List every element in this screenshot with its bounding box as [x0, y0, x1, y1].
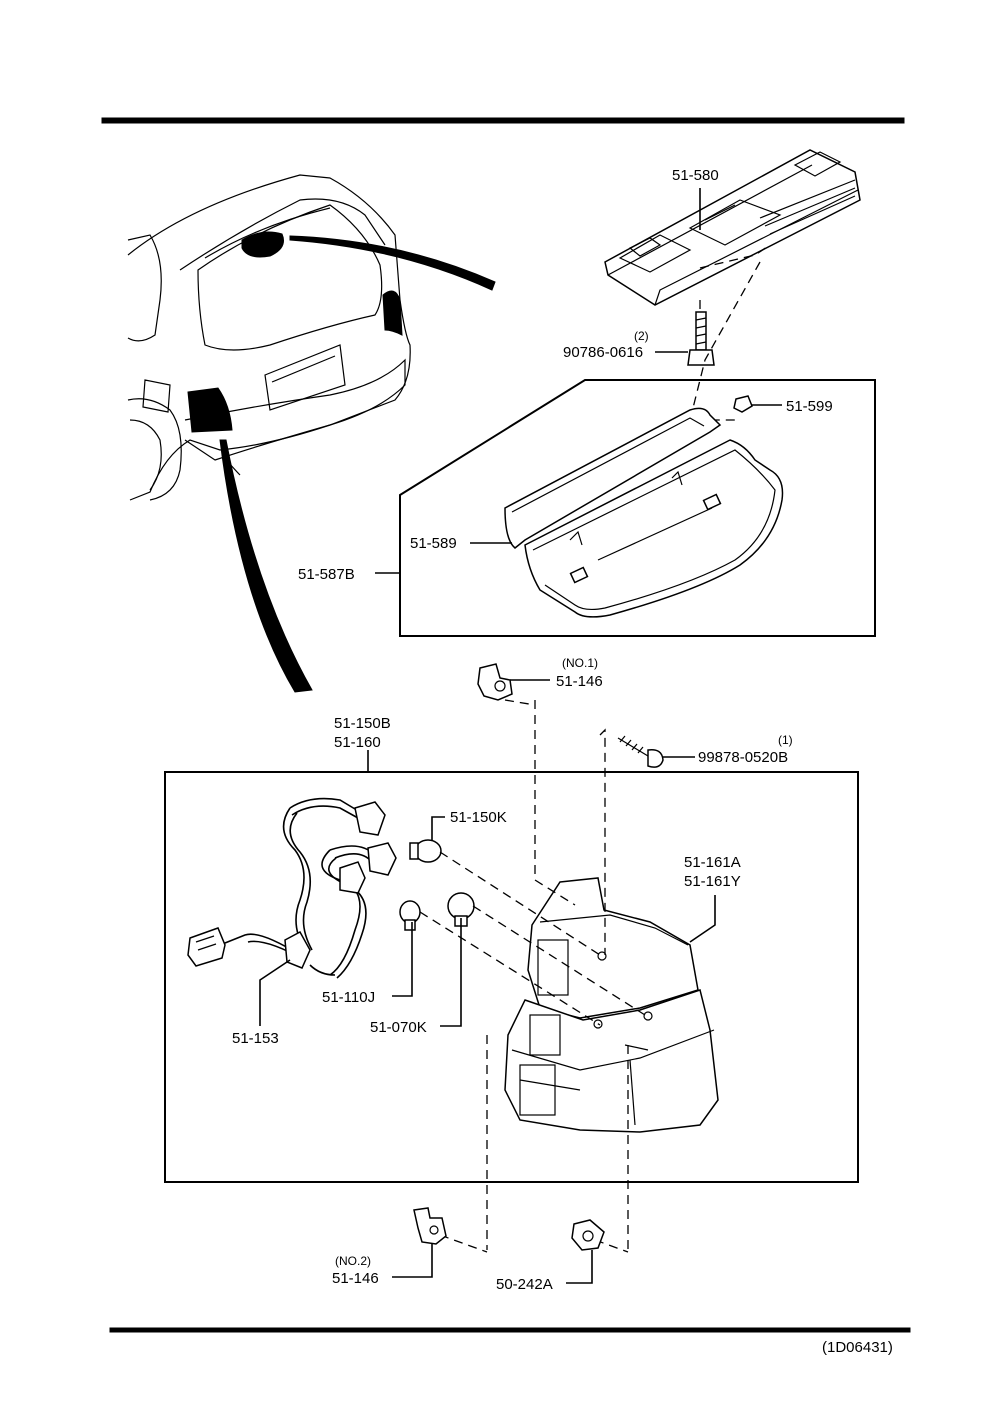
label-clip1-note: (NO.1): [562, 656, 598, 670]
guide-line: [439, 1234, 488, 1253]
label-clip2-note: (NO.2): [335, 1254, 371, 1268]
high-mount-lamp-assembly: [604, 149, 861, 306]
rear-combination-lamp-box: [164, 700, 859, 1253]
label-screw-qty: (1): [778, 733, 793, 747]
clip-no2: [413, 1207, 447, 1245]
nut-part: [733, 395, 753, 413]
vehicle-rear-illustration: [127, 174, 496, 693]
label-lens-assy: 51-587B: [298, 566, 355, 583]
callout-labels: 51-580 (2) 90786-0616 51-599 51-589 51-5…: [232, 167, 893, 1356]
leader-lines: [259, 188, 782, 1284]
guide-line: [439, 851, 601, 956]
label-nut: 51-599: [786, 398, 833, 415]
bulb-51-110J: [399, 900, 421, 931]
guide-line: [534, 879, 576, 906]
grommet-part: [571, 1219, 605, 1251]
label-lens-a: 51-161A: [684, 854, 741, 871]
label-grommet: 50-242A: [496, 1276, 553, 1293]
guide-line: [699, 244, 771, 269]
bolt-part: [687, 311, 715, 366]
drawing-code: (1D06431): [822, 1339, 893, 1356]
bulb-51-150K: [409, 839, 442, 863]
lens-assembly-box: [399, 379, 876, 637]
label-bulb-k: 51-150K: [450, 809, 507, 826]
socket-3: [339, 861, 366, 894]
label-rear-combo-a: 51-150B: [334, 715, 391, 732]
guide-line: [599, 728, 606, 955]
clip-no1: [477, 663, 513, 701]
wiring-harness: [187, 797, 397, 979]
label-rear-combo-b: 51-160: [334, 734, 381, 751]
bottom-rule: [109, 1327, 911, 1333]
guide-line: [472, 905, 646, 1016]
label-clip2: 51-146: [332, 1270, 379, 1287]
label-clip1: 51-146: [556, 673, 603, 690]
label-bolt-qty: (2): [634, 329, 649, 343]
label-lens-y: 51-161Y: [684, 873, 741, 890]
tail-lamp-lens: [504, 877, 719, 1133]
label-socket-harness: 51-153: [232, 1030, 279, 1047]
top-rule: [101, 117, 905, 124]
guide-line: [504, 699, 536, 706]
label-bulb-j: 51-110J: [322, 989, 375, 1006]
socket-4: [284, 930, 311, 969]
label-bolt: 90786-0616: [563, 344, 643, 361]
lens-part: [524, 439, 784, 618]
guide-line: [419, 911, 601, 1026]
label-gasket: 51-589: [410, 535, 457, 552]
label-high-mount-lamp: 51-580: [672, 167, 719, 184]
lens-box-frame: [399, 379, 876, 637]
label-bulb-070k: 51-070K: [370, 1019, 427, 1036]
socket-2: [367, 842, 397, 876]
screw-part: [617, 735, 664, 768]
socket-1: [354, 801, 386, 836]
label-screw: 99878-0520B: [698, 749, 788, 766]
gasket-part: [504, 407, 722, 549]
rear-combo-box-frame: [164, 771, 859, 1183]
